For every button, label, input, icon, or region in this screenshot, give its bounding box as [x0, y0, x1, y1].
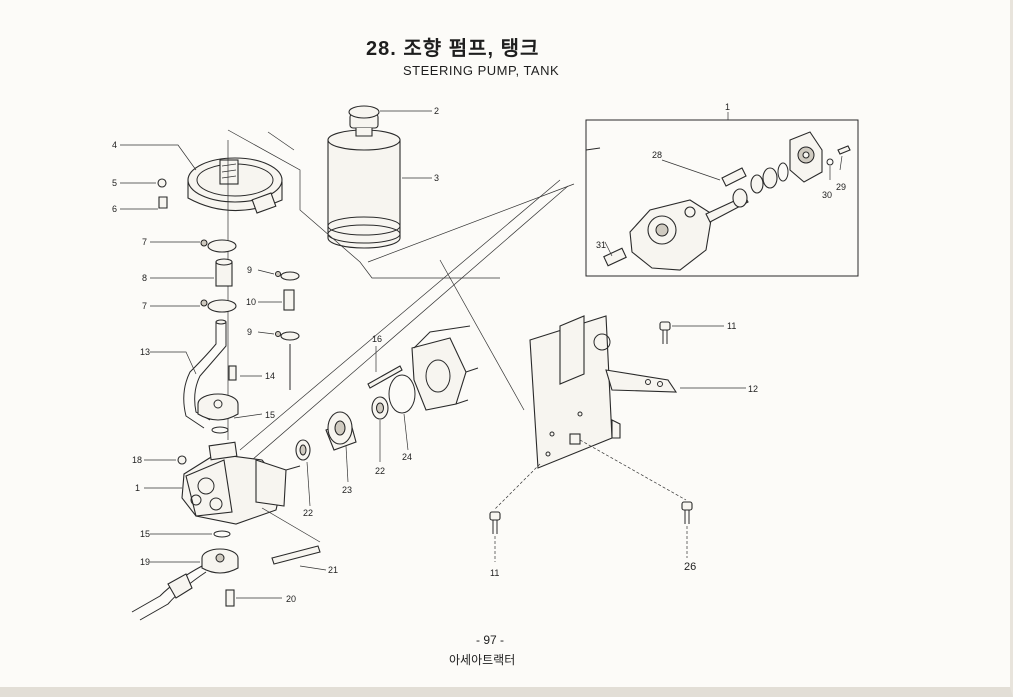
oil-tank-assembly: 2 3 — [327, 105, 439, 249]
callout-10: 10 — [246, 297, 256, 307]
callout-12: 12 — [748, 384, 758, 394]
callout-11-bottom: 11 — [490, 568, 499, 578]
callout-22-b: 22 — [375, 466, 385, 476]
callout-26: 26 — [684, 561, 696, 573]
callout-9-top: 9 — [247, 265, 252, 275]
callout-22-a: 22 — [303, 508, 313, 518]
callout-29: 29 — [836, 182, 846, 192]
callout-6: 6 — [112, 204, 117, 214]
steering-pump-body: 18 1 — [132, 441, 301, 525]
callout-13: 13 — [140, 347, 150, 357]
callout-16: 16 — [372, 334, 382, 344]
publisher-name: 아세아트랙터 — [449, 653, 516, 667]
callout-21: 21 — [328, 565, 338, 575]
callout-8: 8 — [142, 273, 147, 283]
pump-drive-parts: 16 22 23 22 24 — [295, 325, 479, 518]
callout-28: 28 — [652, 150, 662, 160]
callout-1-pump: 1 — [135, 483, 140, 493]
pump-bracket-group: 11 12 11 26 — [489, 315, 758, 578]
callout-15-top: 15 — [265, 410, 275, 420]
callout-2: 2 — [434, 106, 439, 116]
callout-15-bottom: 15 — [140, 529, 150, 539]
callout-31: 31 — [596, 240, 606, 250]
callout-18: 18 — [132, 455, 142, 465]
callout-7-top: 7 — [142, 237, 147, 247]
hose-clamps-group: 7 8 7 9 10 9 — [142, 237, 300, 390]
page-title-english: STEERING PUMP, TANK — [403, 63, 560, 78]
callout-11-top: 11 — [727, 321, 736, 331]
page-title-korean: 28. 조향 펌프, 탱크 — [366, 38, 540, 60]
callout-23: 23 — [342, 485, 352, 495]
callout-30: 30 — [822, 190, 832, 200]
callout-20: 20 — [286, 594, 296, 604]
callout-7-bottom: 7 — [142, 301, 147, 311]
pressure-fitting-group: 15 19 20 21 — [131, 507, 338, 621]
callout-14: 14 — [265, 371, 275, 381]
callout-1-box: 1 — [725, 102, 730, 112]
callout-5: 5 — [112, 178, 117, 188]
callout-24: 24 — [402, 452, 412, 462]
pump-detail-inset: 1 28 29 30 31 — [585, 102, 859, 277]
callout-9-bottom: 9 — [247, 327, 252, 337]
filter-base-assembly: 4 5 6 — [112, 140, 283, 214]
callout-4: 4 — [112, 140, 117, 150]
page-number: - 97 - — [476, 633, 505, 647]
callout-19: 19 — [140, 557, 150, 567]
callout-3: 3 — [434, 173, 439, 183]
suction-pipe-group: 13 14 15 — [140, 319, 275, 434]
